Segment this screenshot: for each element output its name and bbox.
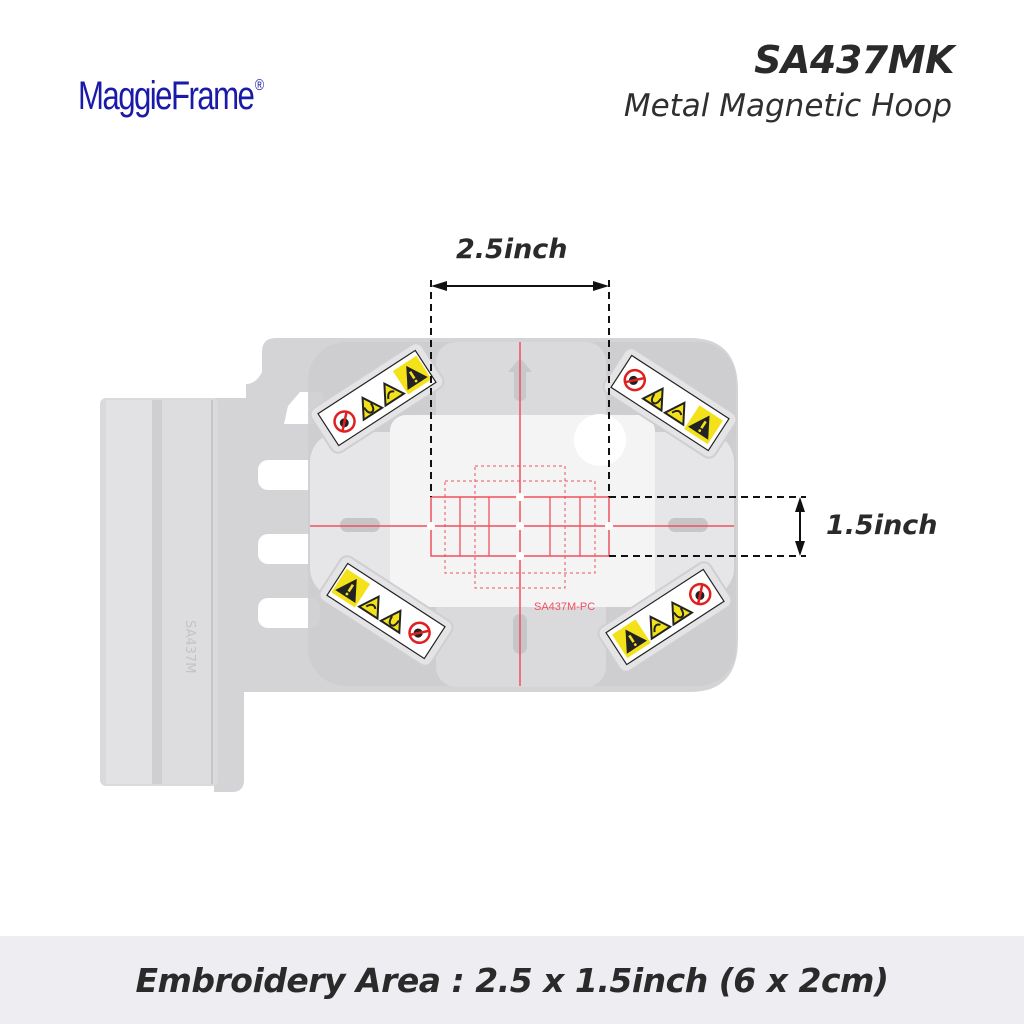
footer-banner: Embroidery Area : 2.5 x 1.5inch (6 x 2cm… (0, 936, 1024, 1024)
height-dimension (609, 496, 806, 557)
brand-logo: MaggieFrame® (78, 76, 264, 116)
width-label: 2.5inch (456, 234, 568, 265)
product-subtitle: Metal Magnetic Hoop (623, 88, 952, 124)
height-label: 1.5inch (826, 510, 938, 541)
hoop-part-label: SA437M-PC (534, 601, 595, 613)
brand-name: MaggieFrame (78, 74, 255, 118)
width-dimension (430, 280, 610, 497)
hoop-diagram: SA437M SA437M-PC (100, 280, 806, 792)
registered-mark: ® (254, 77, 265, 94)
model-number: SA437MK (754, 38, 954, 82)
bracket-embossed-text: SA437M (182, 620, 197, 673)
embroidery-area-text: Embroidery Area : 2.5 x 1.5inch (6 x 2cm… (135, 960, 889, 1000)
embroidery-grid (310, 342, 734, 686)
hoop-bracket: SA437M (100, 398, 218, 786)
